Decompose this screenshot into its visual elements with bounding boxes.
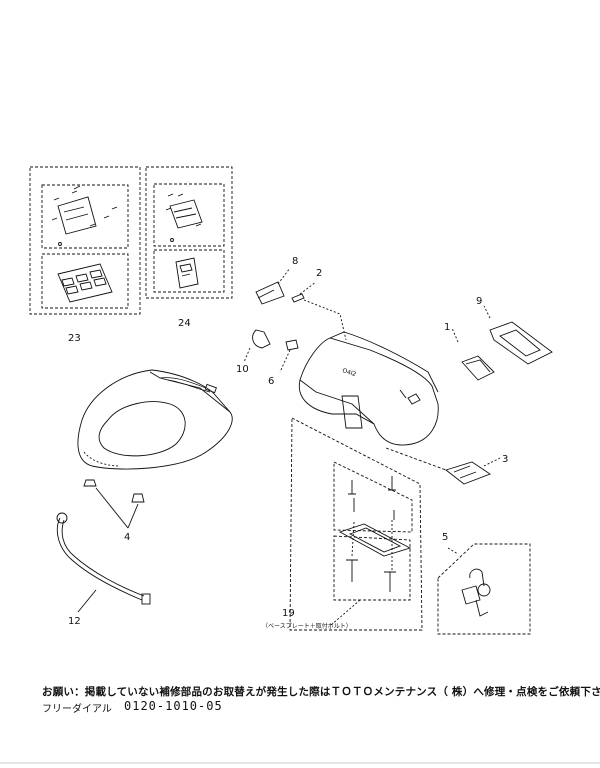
part-2-screw <box>291 281 347 341</box>
remote-panel-23 <box>57 263 113 303</box>
part-8-bracket <box>255 267 291 305</box>
callout-3: 3 <box>502 454 508 465</box>
part-19-note: （ベースプレート＋取付ボルト） <box>262 622 352 630</box>
mounting-plate-23 <box>51 185 118 246</box>
callout-1: 1 <box>444 322 450 333</box>
group-23-box <box>29 166 141 315</box>
callout-2: 2 <box>316 268 322 279</box>
mounting-plate-24 <box>165 193 203 242</box>
water-hose <box>56 512 151 613</box>
free-dial-label: フリーダイアル <box>42 704 112 715</box>
body-marking: O4I2 <box>341 367 357 378</box>
part-9-panel <box>483 305 553 365</box>
callout-9: 9 <box>476 296 482 307</box>
callout-4: 4 <box>124 532 130 543</box>
bottom-divider <box>0 762 600 764</box>
main-body-unit: O4I2 <box>298 331 439 446</box>
group-24-box <box>145 166 233 299</box>
rubber-foot-parts <box>83 479 145 529</box>
callout-23: 23 <box>68 333 81 344</box>
maintenance-notice: お願い：掲載していない補修部品のお取替えが発生した際はＴＯＴＯメンテナンス（ 株… <box>42 686 600 698</box>
part-3-bracket <box>385 447 501 485</box>
toilet-seat <box>77 369 233 470</box>
callout-19: 19 <box>282 608 295 619</box>
remote-panel-24 <box>175 257 199 289</box>
part-6-clip <box>279 339 299 373</box>
callout-10: 10 <box>236 364 249 375</box>
callout-8: 8 <box>292 256 298 267</box>
part-5-valve-group <box>437 543 531 635</box>
callout-24: 24 <box>178 318 191 329</box>
callout-6: 6 <box>268 376 274 387</box>
part-10-clip <box>243 329 271 363</box>
callout-12: 12 <box>68 616 81 627</box>
part-1-filter <box>451 327 495 381</box>
part-19-base-plate-group <box>289 417 423 631</box>
free-dial-row: フリーダイアル 0120-1010-05 <box>42 699 222 715</box>
free-dial-number: 0120-1010-05 <box>124 699 223 713</box>
callout-5: 5 <box>442 532 448 543</box>
